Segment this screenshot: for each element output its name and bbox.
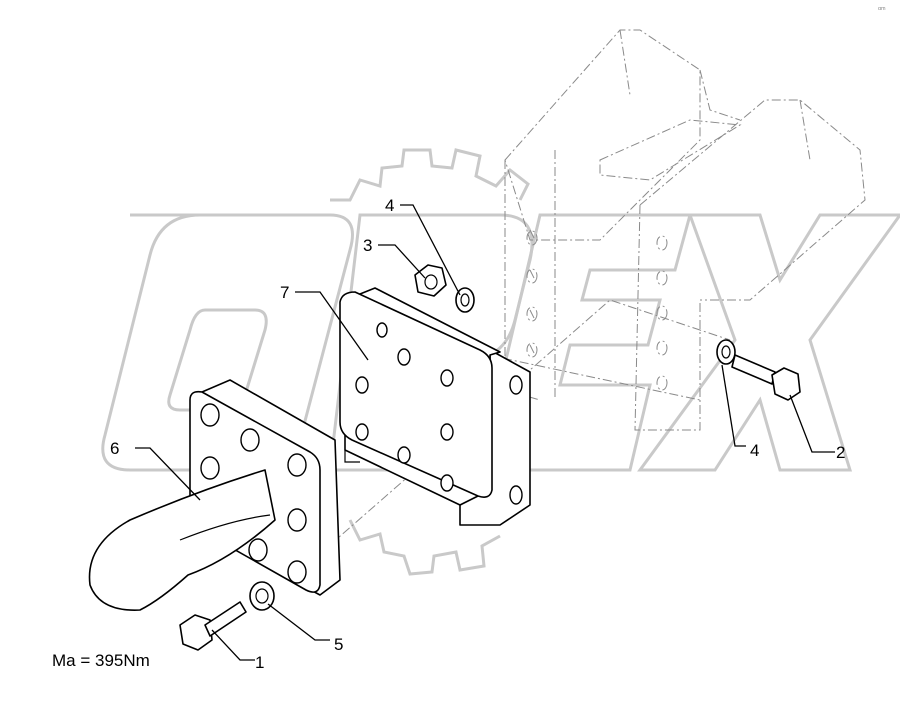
callout-6: 6	[110, 439, 119, 458]
part-7-mounting-plate	[339, 287, 531, 526]
part-1-bolt	[179, 601, 247, 651]
corner-mark: ᵅᵐ	[878, 5, 886, 14]
callout-3: 3	[363, 236, 372, 255]
callout-2: 2	[836, 443, 845, 462]
part-3-nut	[414, 264, 447, 297]
callout-5: 5	[334, 635, 343, 654]
torque-spec: Ma = 395Nm	[52, 651, 150, 670]
callout-4-upper: 4	[385, 196, 394, 215]
leader-lines	[135, 204, 835, 661]
callout-7: 7	[280, 283, 289, 302]
part-4-washer-upper	[455, 287, 475, 313]
part-2-bolt	[731, 354, 801, 401]
callout-1: 1	[255, 653, 264, 672]
watermark-logo	[101, 148, 900, 576]
part-4-washer-lower	[716, 339, 736, 365]
callout-4-lower: 4	[750, 441, 759, 460]
part-6-coupling-head	[88, 379, 341, 611]
part-5-washer	[249, 581, 275, 611]
